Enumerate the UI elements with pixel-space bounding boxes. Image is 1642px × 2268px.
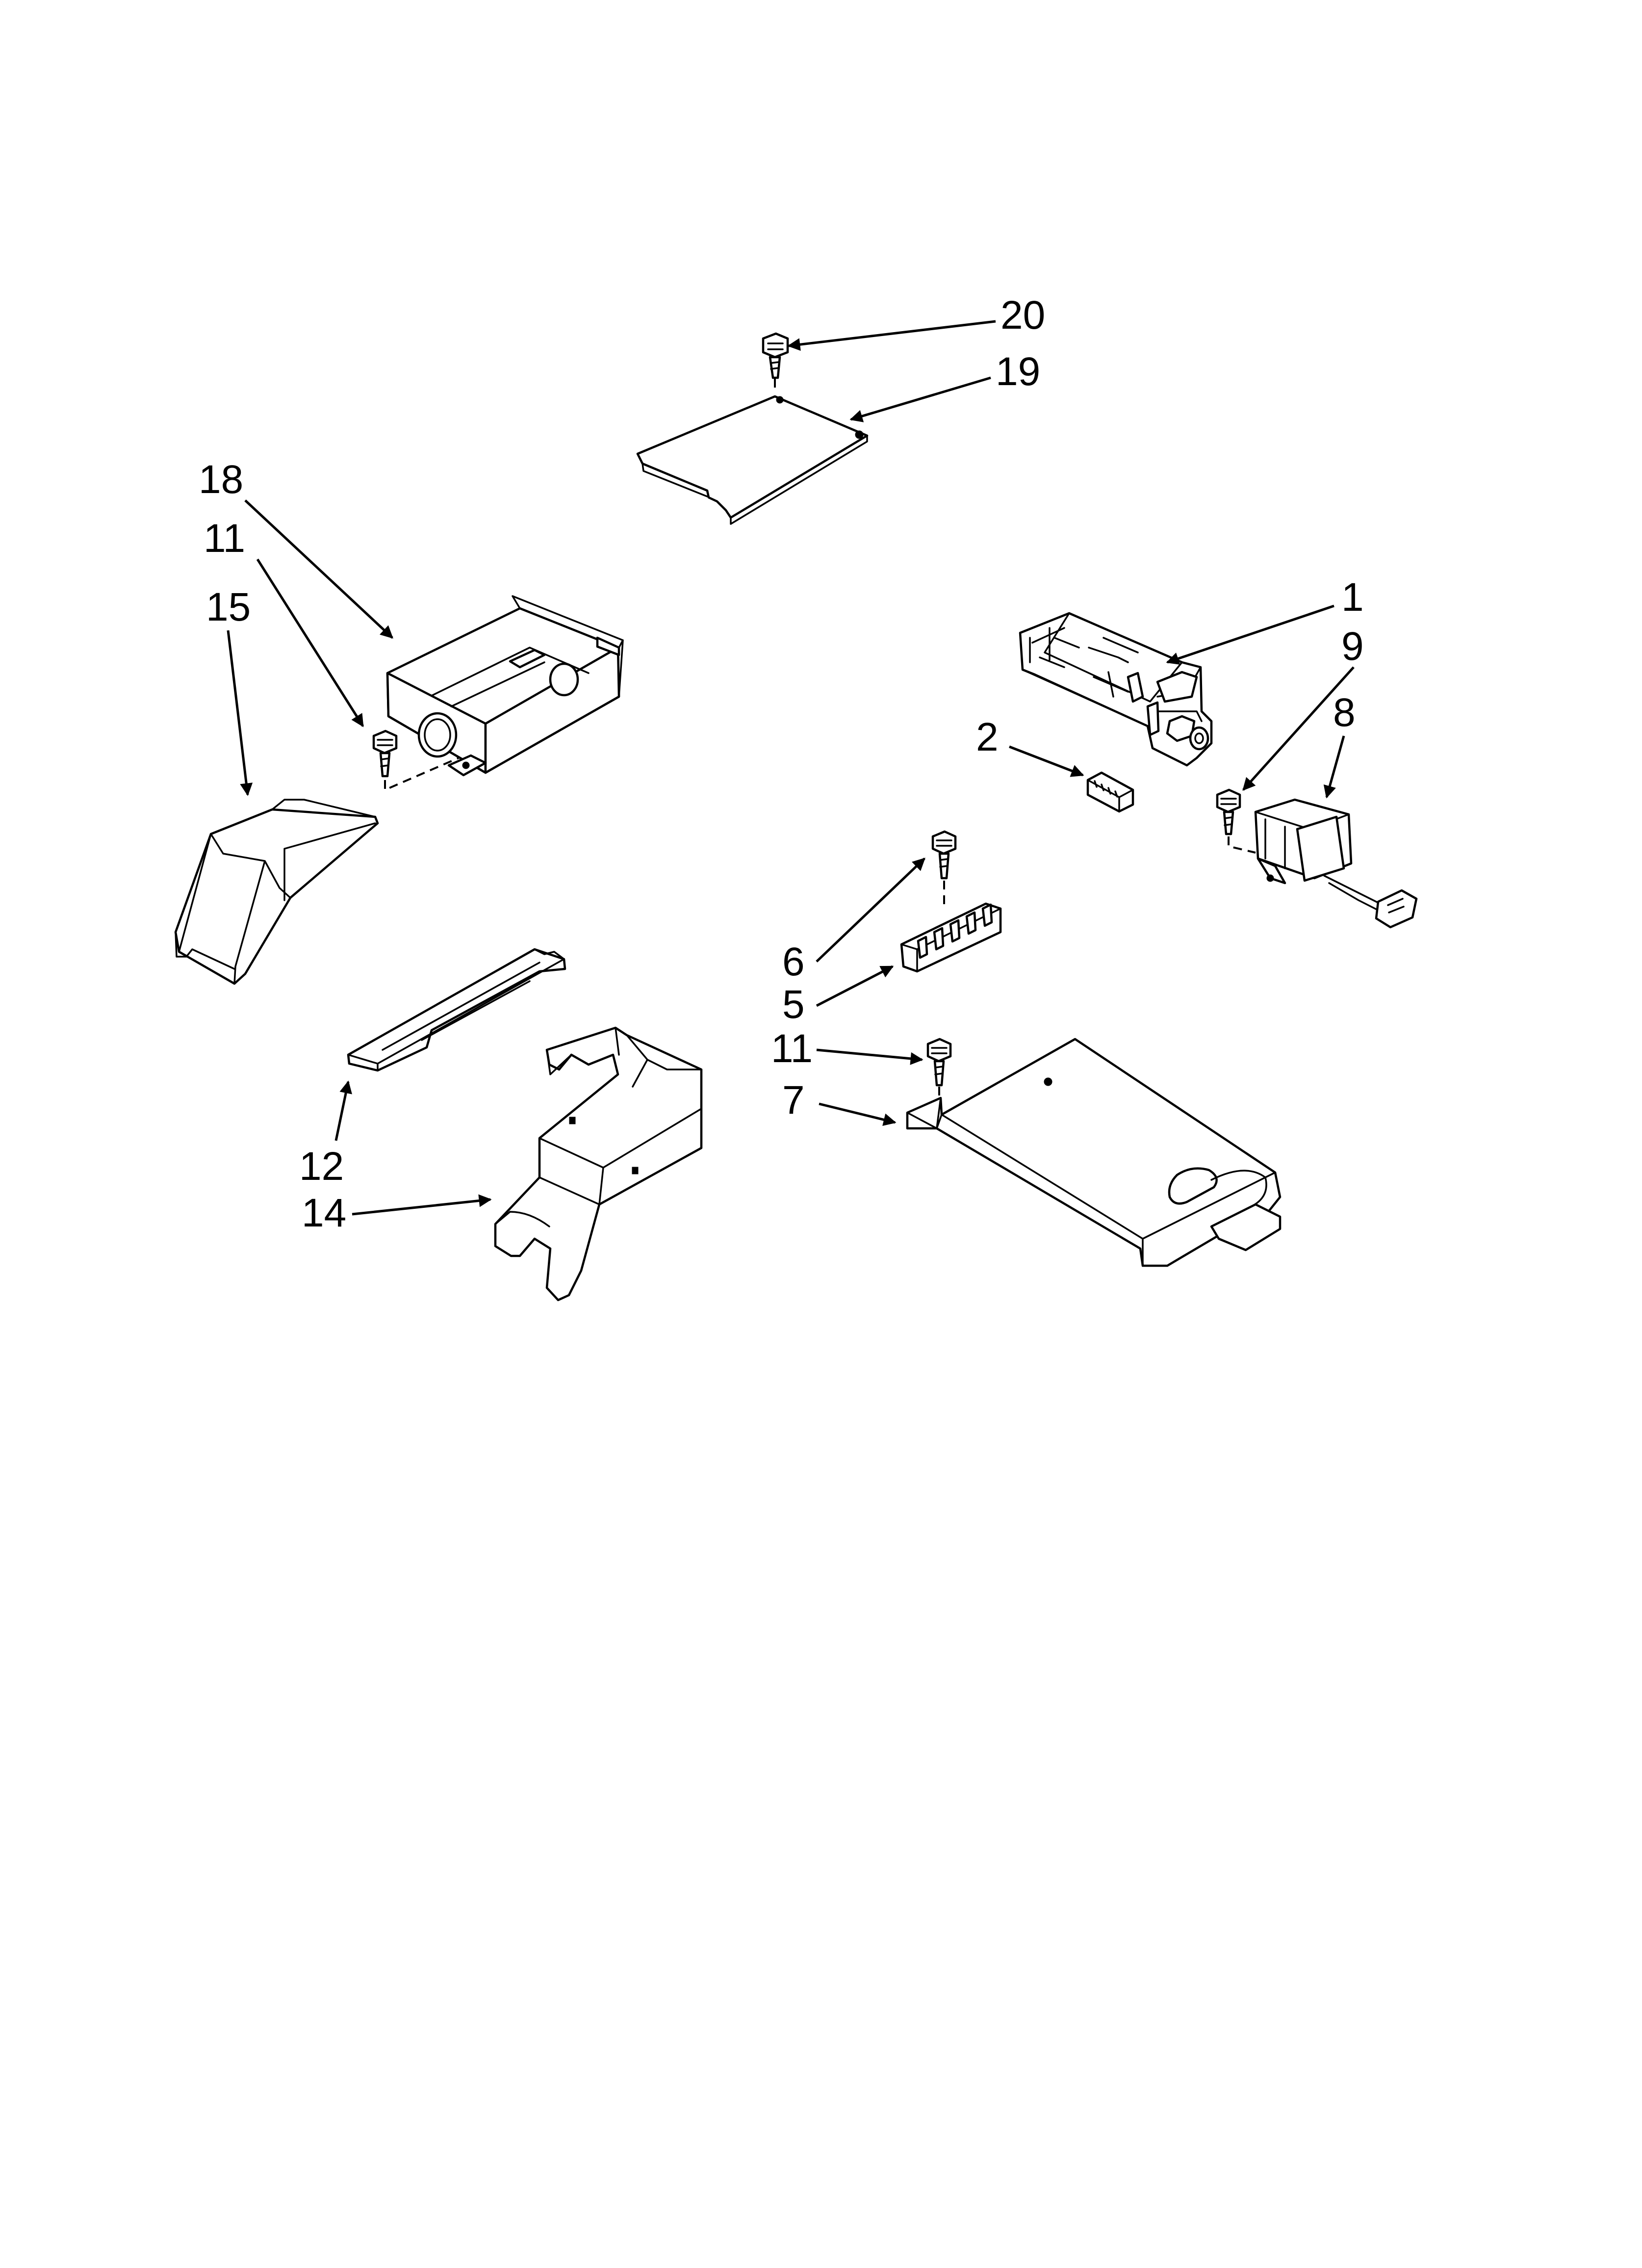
- callout-19: 19: [996, 349, 1040, 394]
- part-14-shroud: [494, 1026, 703, 1302]
- callout-7: 7: [782, 1078, 805, 1122]
- part-18-electrical-box: [386, 595, 624, 777]
- callout-15: 15: [206, 585, 251, 629]
- callout-11-upper: 11: [204, 516, 245, 561]
- callout-14: 14: [302, 1191, 346, 1235]
- callout-20: 20: [1001, 293, 1045, 338]
- callout-5: 5: [782, 982, 805, 1027]
- part-19-cover-plate: [636, 395, 869, 525]
- part-12-channel-strip: [347, 948, 566, 1072]
- part-8-transformer: [1254, 798, 1418, 929]
- callout-labels: 20 19 18 11 15 1 9 8 2 6 5 11 7 12 14: [199, 293, 1364, 1235]
- part-15-hood: [174, 799, 379, 985]
- part-5-terminal-strip: [900, 902, 1002, 973]
- part-11-screw-lower: [926, 1038, 952, 1087]
- callout-18: 18: [199, 457, 243, 502]
- part-7-bracket: [906, 1038, 1282, 1267]
- callout-9: 9: [1341, 624, 1364, 669]
- callout-12: 12: [299, 1144, 344, 1189]
- part-1-control-assembly: [1019, 612, 1213, 767]
- part-2-terminal-block: [1086, 771, 1134, 813]
- part-9-screw: [1216, 788, 1241, 835]
- callout-6: 6: [782, 939, 805, 984]
- part-11-screw-upper: [372, 730, 398, 778]
- callout-11-lower: 11: [771, 1026, 813, 1071]
- callout-8: 8: [1333, 690, 1356, 735]
- part-20-screw: [762, 332, 789, 379]
- part-6-screw: [931, 830, 957, 880]
- leader-lines: [227, 320, 1355, 1216]
- callout-2: 2: [976, 715, 999, 759]
- callout-1: 1: [1341, 575, 1364, 620]
